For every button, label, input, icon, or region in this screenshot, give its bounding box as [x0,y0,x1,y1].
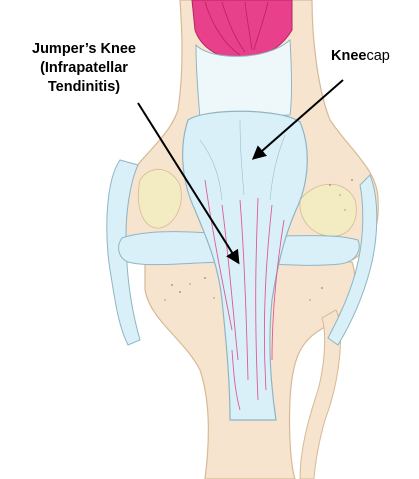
jumpers-knee-label-line2: (Infrapatellar [0,59,168,78]
jumpers-knee-label-line1: Jumper’s Knee [0,40,168,59]
kneecap-label-regular: cap [366,48,389,64]
jumpers-knee-label-line3: Tendinitis) [0,78,168,97]
jumpers-knee-label: Jumper’s Knee (Infrapatellar Tendinitis) [0,40,168,97]
kneecap-label: Kneecap [331,47,390,66]
kneecap-label-bold: Knee [331,48,366,64]
